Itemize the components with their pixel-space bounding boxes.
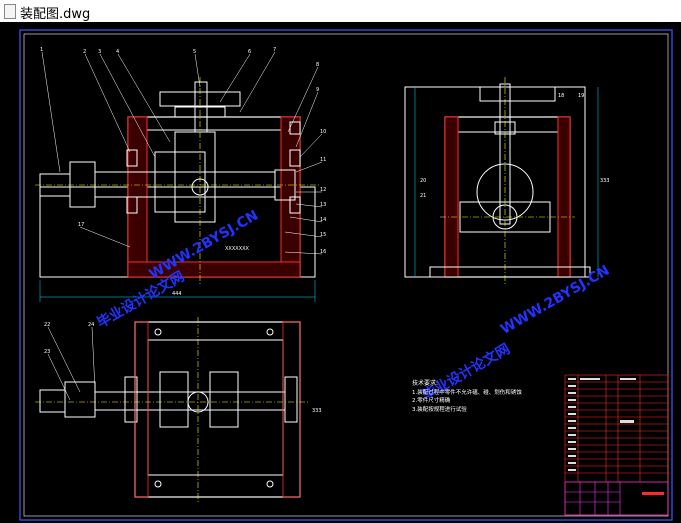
- balloon-18: 18: [558, 93, 564, 99]
- front-leaders: [41, 51, 323, 255]
- balloon-1: 1: [40, 47, 43, 53]
- balloon-3: 3: [98, 49, 101, 55]
- sheet-inner-border: [23, 33, 669, 517]
- balloon-8: 8: [316, 62, 319, 68]
- top-view-hatch: [134, 321, 301, 498]
- tech-requirements-heading: 技术要求:: [412, 380, 439, 387]
- balloon-6: 6: [248, 49, 251, 55]
- top-centerlines: [35, 317, 310, 502]
- balloon-12: 12: [320, 187, 326, 193]
- technical-requirements: 技术要求: 1.装配过程中零件不允许磕、碰、划伤和锈蚀 2.零件尺寸精确 3.装…: [412, 380, 522, 414]
- side-centerlines: [440, 77, 575, 284]
- top-leaders: [47, 326, 96, 401]
- balloon-4: 4: [116, 49, 119, 55]
- balloon-5: 5: [193, 49, 196, 55]
- balloon-11: 11: [320, 157, 326, 163]
- title-block-lower: [564, 481, 669, 516]
- balloon-14: 14: [320, 217, 326, 223]
- balloon-22: 22: [44, 322, 50, 328]
- dimension-height-right: 333: [600, 178, 610, 184]
- front-balloons: 1 2 3 4 5 6 7 8 9 10 11 12 13 14 15 16 1…: [40, 47, 326, 297]
- dimension-overall-width: 444: [172, 291, 182, 297]
- title-bar: 装配图.dwg: [0, 0, 681, 23]
- tech-requirement-3: 3.装配按规程进行试验: [412, 406, 467, 413]
- balloon-13: 13: [320, 202, 326, 208]
- watermark-group: WWW.2BYSJ.CN 毕业设计论文网 WWW.2BYSJ.CN 毕业设计论文…: [94, 207, 613, 403]
- balloon-16: 16: [320, 249, 326, 255]
- balloon-23: 23: [44, 349, 50, 355]
- balloon-21: 21: [420, 193, 426, 199]
- title-block-highlight: [642, 492, 664, 495]
- balloon-9: 9: [316, 87, 319, 93]
- window-title: 装配图.dwg: [20, 7, 91, 22]
- balloon-15: 15: [320, 232, 326, 238]
- front-centerlines: [35, 77, 320, 284]
- tech-requirement-2: 2.零件尺寸精确: [412, 398, 451, 404]
- drawing-canvas[interactable]: 1 2 3 4 5 6 7 8 9 10 11 12 13 14 15 16 1…: [0, 22, 681, 523]
- side-dimensions: [414, 87, 599, 277]
- watermark-site-2: WWW.2BYSJ.CN: [498, 262, 612, 337]
- balloon-20: 20: [420, 178, 426, 184]
- document-icon: [4, 4, 16, 19]
- balloon-19: 19: [578, 93, 584, 99]
- label-top: XXXXXXX: [225, 246, 250, 252]
- balloon-2: 2: [83, 49, 86, 55]
- balloon-17: 17: [78, 222, 84, 228]
- balloon-7: 7: [273, 47, 276, 53]
- tech-requirement-1: 1.装配过程中零件不允许磕、碰、划伤和锈蚀: [412, 389, 522, 396]
- balloon-24: 24: [88, 322, 94, 328]
- dimension-height-top: 333: [312, 408, 322, 414]
- side-view: [404, 83, 591, 278]
- sheet-border: [19, 29, 673, 521]
- balloon-10: 10: [320, 129, 326, 135]
- top-view: [39, 321, 301, 498]
- front-dimension: [39, 280, 316, 302]
- cad-drawing: 1 2 3 4 5 6 7 8 9 10 11 12 13 14 15 16 1…: [19, 29, 673, 521]
- front-view: [39, 81, 316, 278]
